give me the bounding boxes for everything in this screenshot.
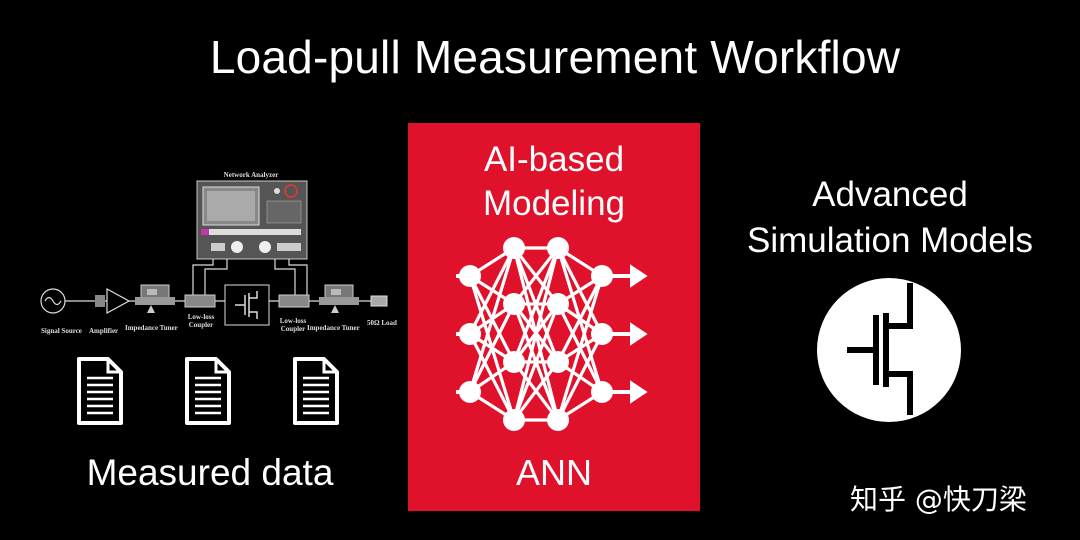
network-analyzer-icon [196,180,308,260]
amplifier-icon [95,287,131,315]
advanced-models-title: Advanced Simulation Models [720,172,1060,264]
coupler-left-icon [184,294,216,308]
nn-edge [512,302,560,422]
nn-node [503,237,525,259]
ai-modeling-line2: Modeling [482,184,626,223]
nn-edge [512,360,560,422]
impedance-tuner-left-icon [135,284,175,313]
coupler-right-label-2: Coupler [281,325,306,333]
document-icon [293,357,339,425]
nn-edge [556,332,604,422]
amplifier-label: Amplifier [89,327,118,335]
ai-modeling-line1: AI-based [483,140,625,179]
coupler-left-label-1: Low-loss [188,313,215,321]
signal-source-label: Signal Source [41,327,82,335]
nn-output-arrowhead [630,322,648,346]
coupler-right-icon [278,294,310,308]
document-icon [77,357,123,425]
nn-edge [556,274,604,364]
impedance-tuner-right-icon [319,284,359,313]
measurement-setup-diagram: Network Analyzer [40,171,397,335]
nn-output-arrowhead [630,380,648,404]
nn-node [503,409,525,431]
tuner-right-label: Impedance Tuner [307,324,360,332]
network-analyzer-label: Network Analyzer [224,171,279,179]
load-icon [370,295,388,307]
nn-output-arrowhead [630,264,648,288]
measured-data-caption: Measured data [86,452,334,493]
nn-edge [512,246,560,364]
transistor-dut-icon [224,284,270,326]
document-icon [185,357,231,425]
coupler-left-label-2: Coupler [189,321,214,329]
ai-modeling-title: AI-based Modeling [408,138,700,226]
nn-edge [556,274,604,422]
watermark: 知乎 @快刀梁 [850,483,1027,516]
nn-edge [512,246,560,306]
advanced-line2: Simulation Models [747,221,1033,260]
nn-node [547,237,569,259]
coupler-right-label-1: Low-loss [280,317,307,325]
ann-label: ANN [515,452,592,493]
nn-node [503,351,525,373]
advanced-line1: Advanced [812,175,968,214]
nn-node [547,293,569,315]
nn-node [547,351,569,373]
nn-edge [468,302,516,394]
neural-network-icon [456,237,648,431]
nn-edge [512,246,560,422]
nn-edge [468,246,516,336]
nn-node [547,409,569,431]
nn-node [503,293,525,315]
transistor-icon [817,278,961,422]
load-label: 50Ω Load [367,319,397,327]
page-title: Load-pull Measurement Workflow [209,31,901,83]
tuner-left-label: Impedance Tuner [125,324,178,332]
signal-source-icon [40,288,66,314]
nn-edge [468,246,516,394]
